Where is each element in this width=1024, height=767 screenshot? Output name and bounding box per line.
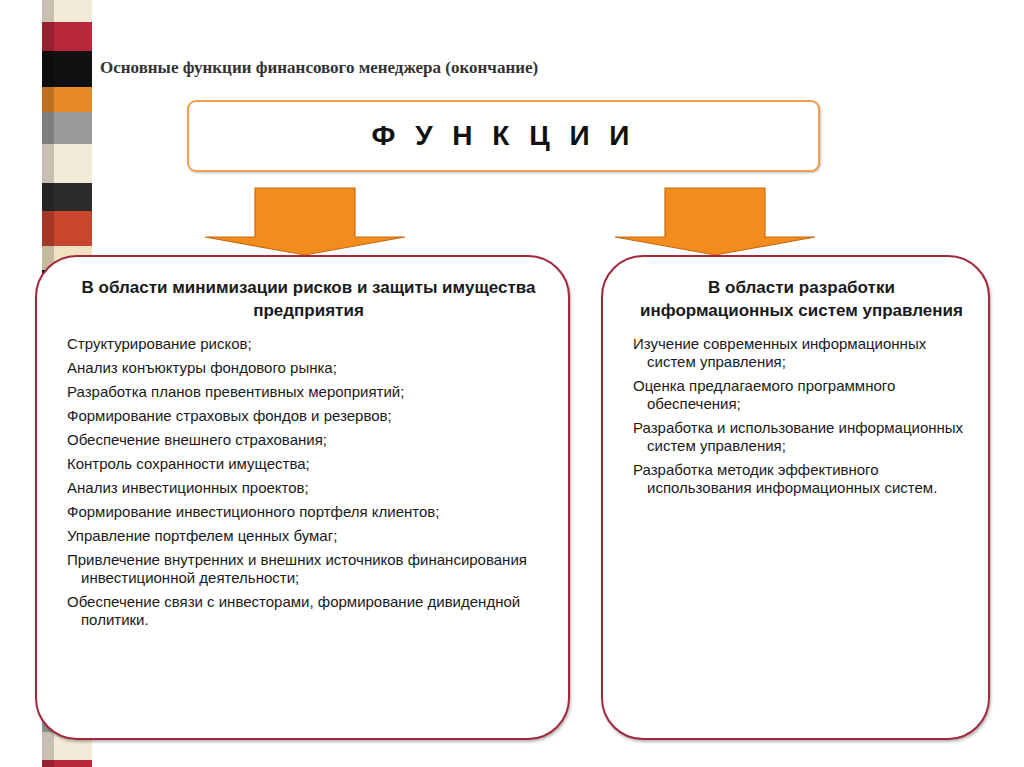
function-item: Контроль сохранности имущества; <box>67 455 550 473</box>
function-item: Структурирование рисков; <box>67 335 550 353</box>
function-item: Изучение современных информационных сист… <box>633 335 970 371</box>
block-arrow <box>615 188 815 255</box>
group-heading: В области разработки информационных сист… <box>633 277 970 323</box>
group-heading: Ф У Н К Ц И И <box>371 120 635 152</box>
function-item: Привлечение внутренних и внешних источни… <box>67 551 550 587</box>
functions-header: Ф У Н К Ц И И <box>187 100 820 172</box>
function-item: Обеспечение внешнего страхования; <box>67 431 550 449</box>
function-item: Обеспечение связи с инвесторами, формиро… <box>67 593 550 629</box>
function-group: В области разработки информационных сист… <box>601 255 990 740</box>
function-item: Анализ конъюктуры фондового рынка; <box>67 359 550 377</box>
function-item: Разработка методик эффективного использо… <box>633 461 970 497</box>
function-item: Анализ инвестиционных проектов; <box>67 479 550 497</box>
group-heading: В области минимизации рисков и защиты им… <box>67 277 550 323</box>
function-item: Оценка предлагаемого программного обеспе… <box>633 377 970 413</box>
function-item: Разработка и использование информационны… <box>633 419 970 455</box>
function-item: Разработка планов превентивных мероприят… <box>67 383 550 401</box>
function-item: Формирование инвестиционного портфеля кл… <box>67 503 550 521</box>
function-group: В области минимизации рисков и защиты им… <box>35 255 570 740</box>
function-item: Управление портфелем ценных бумаг; <box>67 527 550 545</box>
block-arrow <box>205 188 405 255</box>
slide-title: Основные функции финансового менеджера (… <box>100 58 538 78</box>
function-item: Формирование страховых фондов и резервов… <box>67 407 550 425</box>
